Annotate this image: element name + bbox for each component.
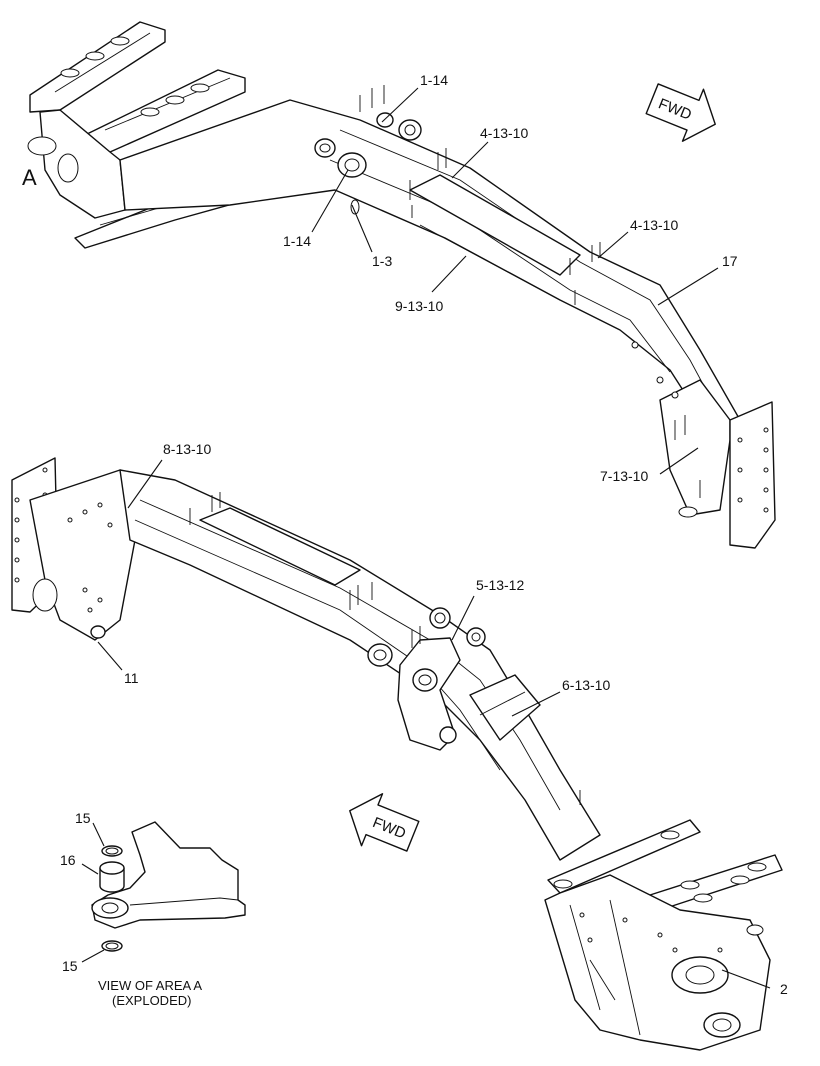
part-labels: A 1-14 4-13-10 4-13-10 17 1-14 1-3 9-13-… — [22, 72, 788, 1008]
label-4-13-10-top: 4-13-10 — [480, 125, 528, 141]
label-6-13-10: 6-13-10 — [562, 677, 610, 693]
area-a-exploded-view — [91, 821, 246, 952]
label-16: 16 — [60, 852, 76, 868]
bracket-holes — [737, 427, 769, 513]
leader-lines — [81, 87, 771, 989]
label-15-top: 15 — [75, 810, 91, 826]
label-11: 11 — [124, 670, 139, 686]
label-5-13-12: 5-13-12 — [476, 577, 524, 593]
label-8-13-10: 8-13-10 — [163, 441, 211, 457]
label-2: 2 — [780, 981, 788, 997]
fwd-arrow-bottom: FWD — [349, 793, 420, 852]
fwd-arrow-top: FWD — [645, 83, 716, 142]
caption-line1: VIEW OF AREA A — [98, 978, 202, 993]
label-4-13-10-mid: 4-13-10 — [630, 217, 678, 233]
label-17: 17 — [722, 253, 738, 269]
attachment-bolts — [579, 912, 723, 953]
label-15-bottom: 15 — [62, 958, 78, 974]
label-9-13-10: 9-13-10 — [395, 298, 443, 314]
lower-frame-assembly — [11, 457, 783, 1051]
caption-line2: (EXPLODED) — [112, 993, 191, 1008]
upper-frame-assembly — [27, 21, 776, 549]
bracket-bolts — [67, 502, 113, 613]
label-area-a: A — [22, 165, 37, 190]
label-7-13-10: 7-13-10 — [600, 468, 648, 484]
label-1-14-top: 1-14 — [420, 72, 448, 88]
label-1-14-left: 1-14 — [283, 233, 311, 249]
label-1-3: 1-3 — [372, 253, 392, 269]
